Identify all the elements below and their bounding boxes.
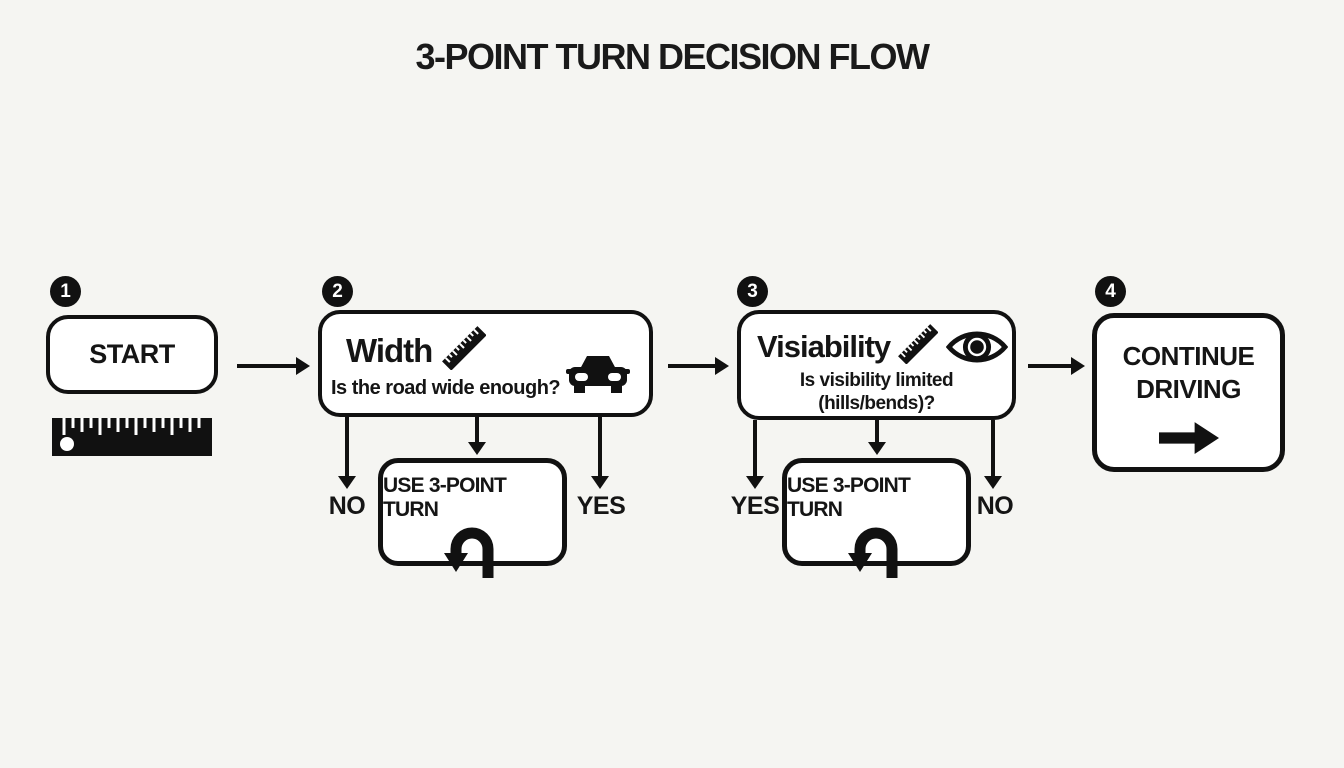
visibility-question: Is visibility limited (hills/bends)? (741, 370, 1012, 416)
visibility-yes-connector (746, 420, 764, 489)
width-yes-label: YES (576, 492, 626, 520)
u-turn-icon (441, 522, 505, 585)
visibility-yes-label: YES (730, 492, 780, 520)
continue-label-line2: DRIVING (1136, 373, 1241, 404)
arrow-right-icon (1158, 421, 1219, 460)
connector-visibility-to-continue (1028, 357, 1085, 375)
ruler-icon (442, 326, 487, 375)
step-badge-3: 3 (737, 276, 768, 307)
visibility-action-connector (868, 420, 886, 455)
visibility-heading: Visiability (757, 328, 891, 364)
page-title: 3-POINT TURN DECISION FLOW (415, 36, 931, 77)
visibility-question-line2: (hills/bends)? (818, 392, 935, 414)
visibility-decision-node: Visiability (737, 310, 1016, 420)
connector-start-to-width (237, 357, 310, 375)
continue-driving-node: CONTINUE DRIVING (1092, 313, 1285, 472)
width-no-connector (338, 417, 356, 489)
width-heading: Width (346, 331, 433, 369)
start-node: START (46, 315, 218, 394)
use-3-point-turn-node: USE 3-POINT TURN (378, 458, 567, 578)
width-yes-connector (591, 417, 609, 489)
action-label: USE 3-POINT TURN (787, 474, 911, 521)
visibility-question-line1: Is visibility limited (799, 370, 954, 391)
width-question: Is the road wide enough? (331, 377, 561, 399)
connector-width-to-visibility (668, 357, 729, 375)
action-label: USE 3-POINT TURN (383, 474, 507, 521)
ruler-icon (52, 418, 212, 461)
u-turn-icon (845, 522, 909, 585)
step-badge-4: 4 (1095, 276, 1126, 307)
use-3-point-turn-node: USE 3-POINT TURN (782, 458, 971, 578)
width-action-connector (468, 417, 486, 455)
width-decision-node: Width Is the road wide (318, 310, 653, 417)
eye-icon (946, 327, 1009, 367)
start-label: START (89, 339, 175, 369)
step-badge-1: 1 (50, 276, 81, 307)
continue-label-line1: CONTINUE (1122, 341, 1255, 371)
car-icon (565, 352, 631, 401)
step-badge-2: 2 (322, 276, 353, 307)
visibility-no-connector (984, 420, 1002, 489)
ruler-icon (898, 324, 939, 369)
width-no-label: NO (328, 492, 366, 520)
visibility-no-label: NO (976, 492, 1014, 520)
